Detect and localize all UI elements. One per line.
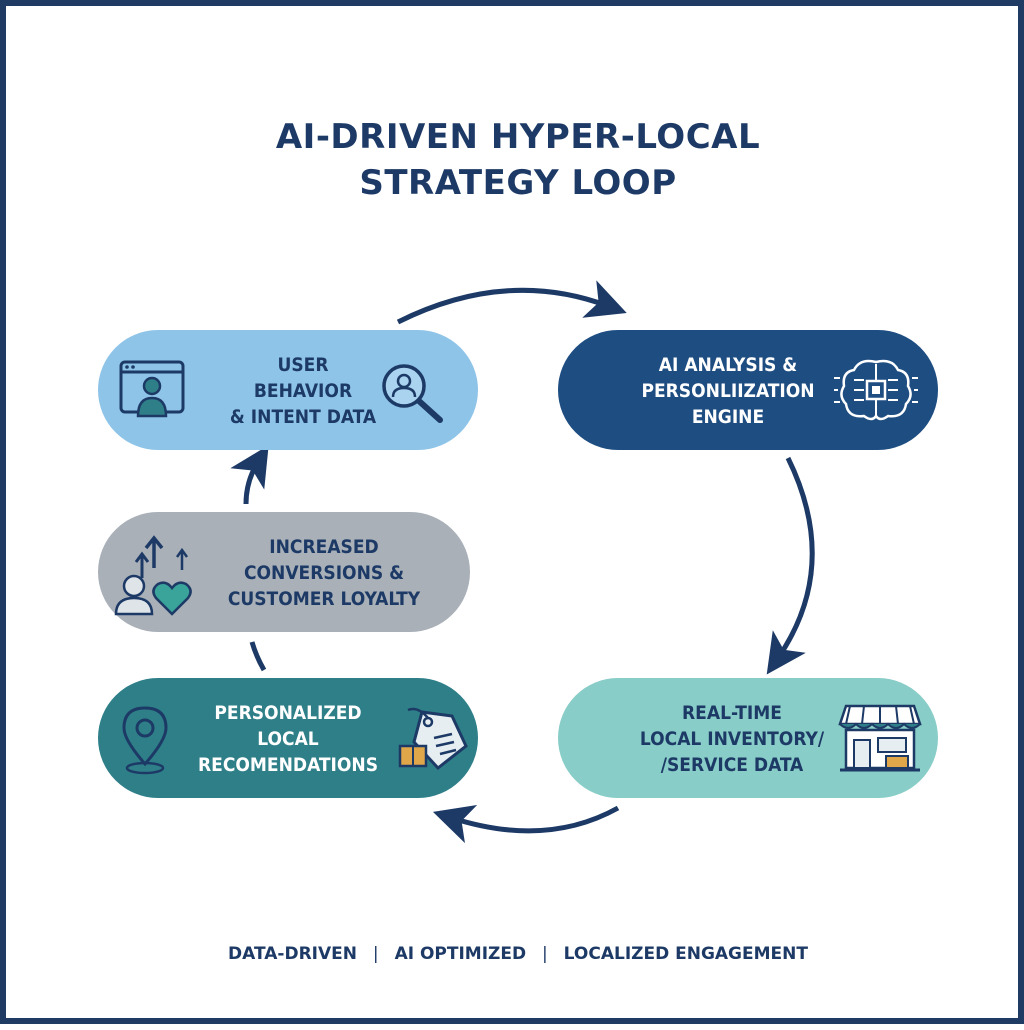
step-personalized-label: PERSONALIZED LOCAL RECOMENDATIONS	[197, 702, 379, 776]
arrow-real-to-pers	[432, 805, 620, 844]
step-ai-engine: AI ANALYSIS & PERSONLIIZATION ENGINE	[558, 330, 938, 450]
title-line-1: AI-DRIVEN HYPER-LOCAL	[275, 117, 761, 157]
loop-arrows	[230, 280, 815, 844]
brain-chip-icon	[834, 359, 918, 421]
storefront-icon	[838, 704, 922, 772]
step-increased-conversions: INCREASED CONVERSIONS & CUSTOMER LOYALTY	[98, 512, 470, 632]
arrow-pers-to-inc	[249, 641, 267, 672]
step-increased-label: INCREASED CONVERSIONS & CUSTOMER LOYALTY	[227, 536, 421, 610]
step-ai-label: AI ANALYSIS & PERSONLIIZATION ENGINE	[641, 354, 815, 428]
step-real-time-data: REAL-TIME LOCAL INVENTORY/ /SERVICE DATA	[558, 678, 938, 798]
step-personalized-recommendations: PERSONALIZED LOCAL RECOMENDATIONS	[98, 678, 478, 798]
arrow-inc-to-user	[230, 445, 269, 505]
location-pin-icon	[122, 706, 168, 775]
footer-item-localized-engagement: LOCALIZED ENGAGEMENT	[563, 944, 808, 964]
arrow-user-to-ai	[396, 280, 627, 325]
footer-separator: |	[372, 944, 379, 964]
diagram-title: AI-DRIVEN HYPER-LOCAL STRATEGY LOOP	[6, 114, 1024, 206]
footer-tagline: DATA-DRIVEN | AI OPTIMIZED | LOCALIZED E…	[6, 944, 1024, 964]
growth-person-heart-icon	[114, 535, 192, 616]
step-user-behavior: USER BEHAVIOR & INTENT DATA	[98, 330, 478, 450]
user-browser-icon	[119, 360, 185, 418]
footer-item-data-driven: DATA-DRIVEN	[228, 944, 357, 964]
footer-separator: |	[542, 944, 548, 964]
step-user-label: USER BEHAVIOR & INTENT DATA	[229, 354, 377, 428]
step-real-label: REAL-TIME LOCAL INVENTORY/ /SERVICE DATA	[639, 702, 825, 776]
footer-item-ai-optimized: AI OPTIMIZED	[394, 944, 527, 964]
price-tag-icon	[398, 707, 468, 771]
title-line-2: STRATEGY LOOP	[359, 163, 677, 203]
magnifier-user-icon	[382, 364, 443, 423]
arrow-ai-to-real	[766, 456, 815, 675]
